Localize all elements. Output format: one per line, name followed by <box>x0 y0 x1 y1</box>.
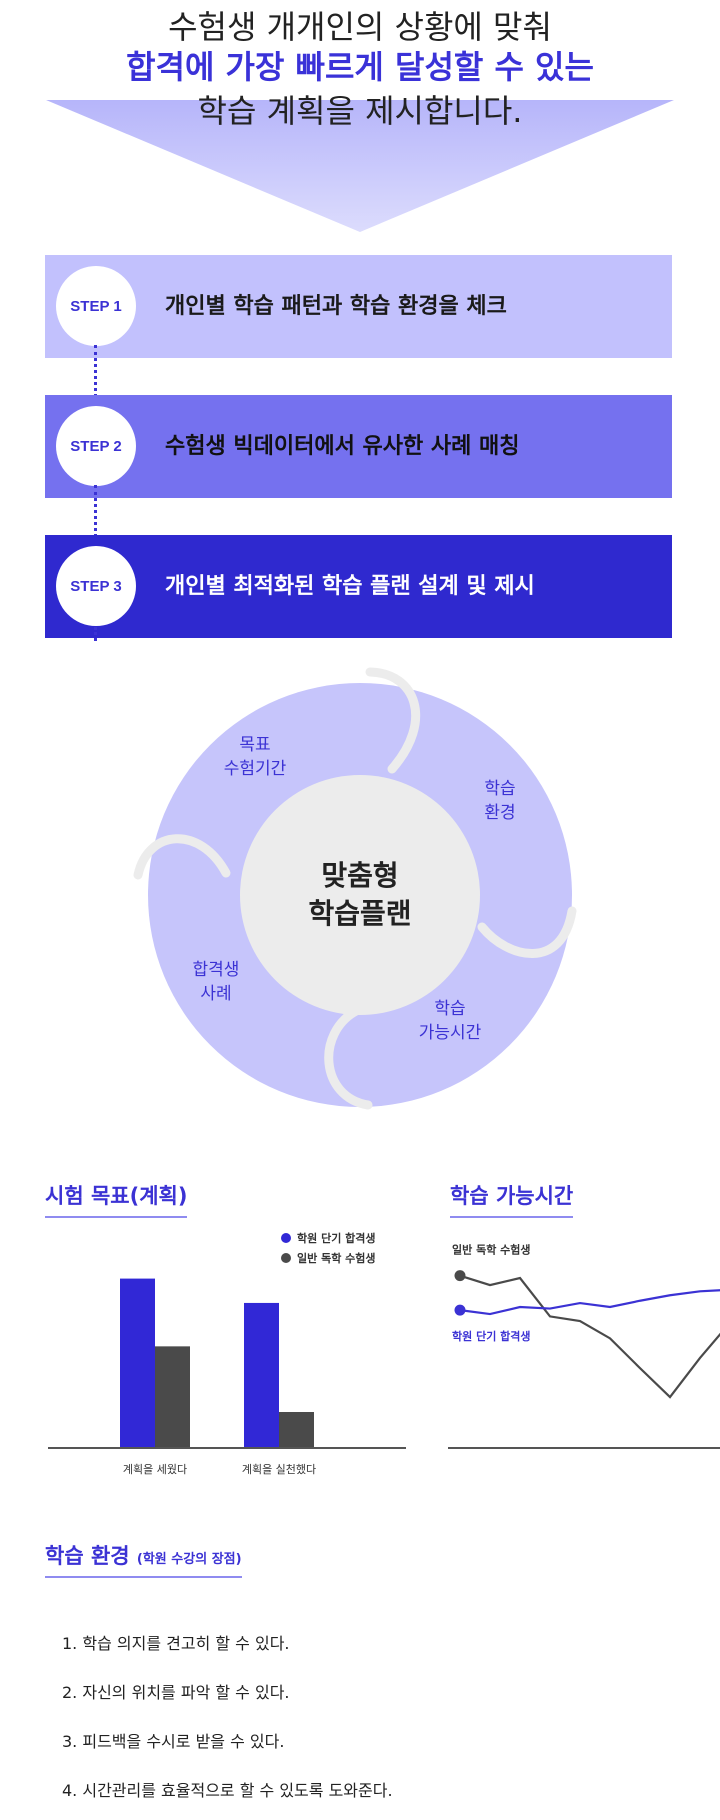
x-tick-label: 계획을 세웠다 <box>123 1463 187 1476</box>
series-label: 일반 독학 수험생 <box>452 1243 531 1257</box>
legend-label: 일반 독학 수험생 <box>297 1251 376 1265</box>
study-env-underline <box>45 1576 242 1578</box>
step-3-text: 개인별 최적화된 학습 플랜 설계 및 제시 <box>165 574 535 599</box>
step-1-box: STEP 1 개인별 학습 패턴과 학습 환경을 체크 <box>45 255 672 358</box>
exam-goal-header: 시험 목표(계획) <box>45 1180 188 1218</box>
series-label: 학원 단기 합격생 <box>452 1329 531 1343</box>
step-connector <box>94 345 97 397</box>
exam-goal-title: 시험 목표(계획) <box>45 1184 188 1208</box>
study-time-underline <box>450 1216 574 1218</box>
cycle-divider-top <box>365 667 421 774</box>
study-env-title: 학습 환경 <box>45 1544 130 1568</box>
step-2-text: 수험생 빅데이터에서 유사한 사례 매칭 <box>165 434 520 459</box>
intro-highlight-line: 합격에 가장 빠르게 달성할 수 있는 <box>126 48 594 86</box>
legend-marker <box>281 1253 291 1263</box>
study-env-header: 학습 환경 (학원 수강의 장점) <box>45 1540 242 1578</box>
study-env-item-1: 1. 학습 의지를 견고히 할 수 있다. <box>62 1634 290 1653</box>
step-2-box: STEP 2 수험생 빅데이터에서 유사한 사례 매칭 <box>45 395 672 498</box>
custom-plan-cycle: 맞춤형 학습플랜 목표 수험기간 학습 환경 학습 가능시간 합격생 사례 <box>130 665 590 1125</box>
cycle-segment-environment: 학습 환경 <box>484 779 516 823</box>
intro-line-1: 수험생 개개인의 상황에 맞춰 <box>168 8 552 46</box>
exam-goal-underline <box>45 1216 188 1218</box>
cycle-segment-passer-cases: 합격생 사례 <box>192 960 240 1004</box>
line-series-2 <box>459 1289 720 1316</box>
funnel-triangle <box>46 100 674 232</box>
step-3-box: STEP 3 개인별 최적화된 학습 플랜 설계 및 제시 <box>45 535 672 638</box>
study-env-item-4: 4. 시간관리를 효율적으로 할 수 있도록 도와준다. <box>62 1781 393 1800</box>
cycle-divider-right <box>477 906 577 958</box>
bar-1-series-2 <box>155 1346 190 1448</box>
cycle-divider-bottom <box>324 1006 373 1110</box>
step-1-badge: STEP 1 <box>56 266 136 346</box>
x-tick-label: 계획을 실천했다 <box>242 1462 316 1476</box>
cycle-divider-left <box>133 834 231 880</box>
intro-line-3: 학습 계획을 제시합니다. <box>197 92 523 130</box>
step-connector <box>94 627 97 641</box>
cycle-center <box>240 775 480 1015</box>
study-time-title: 학습 가능시간 <box>450 1184 574 1208</box>
cycle-segment-study-time: 학습 가능시간 <box>418 999 482 1043</box>
line-series-1 <box>459 1274 720 1399</box>
legend-label: 학원 단기 합격생 <box>297 1231 376 1245</box>
bar-2-series-2 <box>279 1412 314 1448</box>
study-env-subtitle: (학원 수강의 장점) <box>136 1552 242 1567</box>
bar-1-series-1 <box>120 1278 155 1448</box>
funnel-arrow <box>46 100 674 232</box>
step-2-badge: STEP 2 <box>56 406 136 486</box>
cycle-segment-goal: 목표 수험기간 <box>223 735 287 779</box>
line-start-marker <box>454 1304 466 1316</box>
study-env-item-3: 3. 피드백을 수시로 받을 수 있다. <box>62 1732 285 1751</box>
cycle-graphic <box>133 667 577 1110</box>
study-env-item-2: 2. 자신의 위치를 파악 할 수 있다. <box>62 1683 290 1702</box>
study-time-header: 학습 가능시간 <box>450 1180 574 1218</box>
step-1-text: 개인별 학습 패턴과 학습 환경을 체크 <box>165 294 507 319</box>
step-connector <box>94 485 97 537</box>
step-3-badge: STEP 3 <box>56 546 136 626</box>
line-start-marker <box>454 1270 466 1282</box>
bar-2-series-1 <box>244 1302 279 1448</box>
cycle-center-label: 맞춤형 학습플랜 <box>308 859 412 930</box>
legend-marker <box>281 1233 291 1243</box>
